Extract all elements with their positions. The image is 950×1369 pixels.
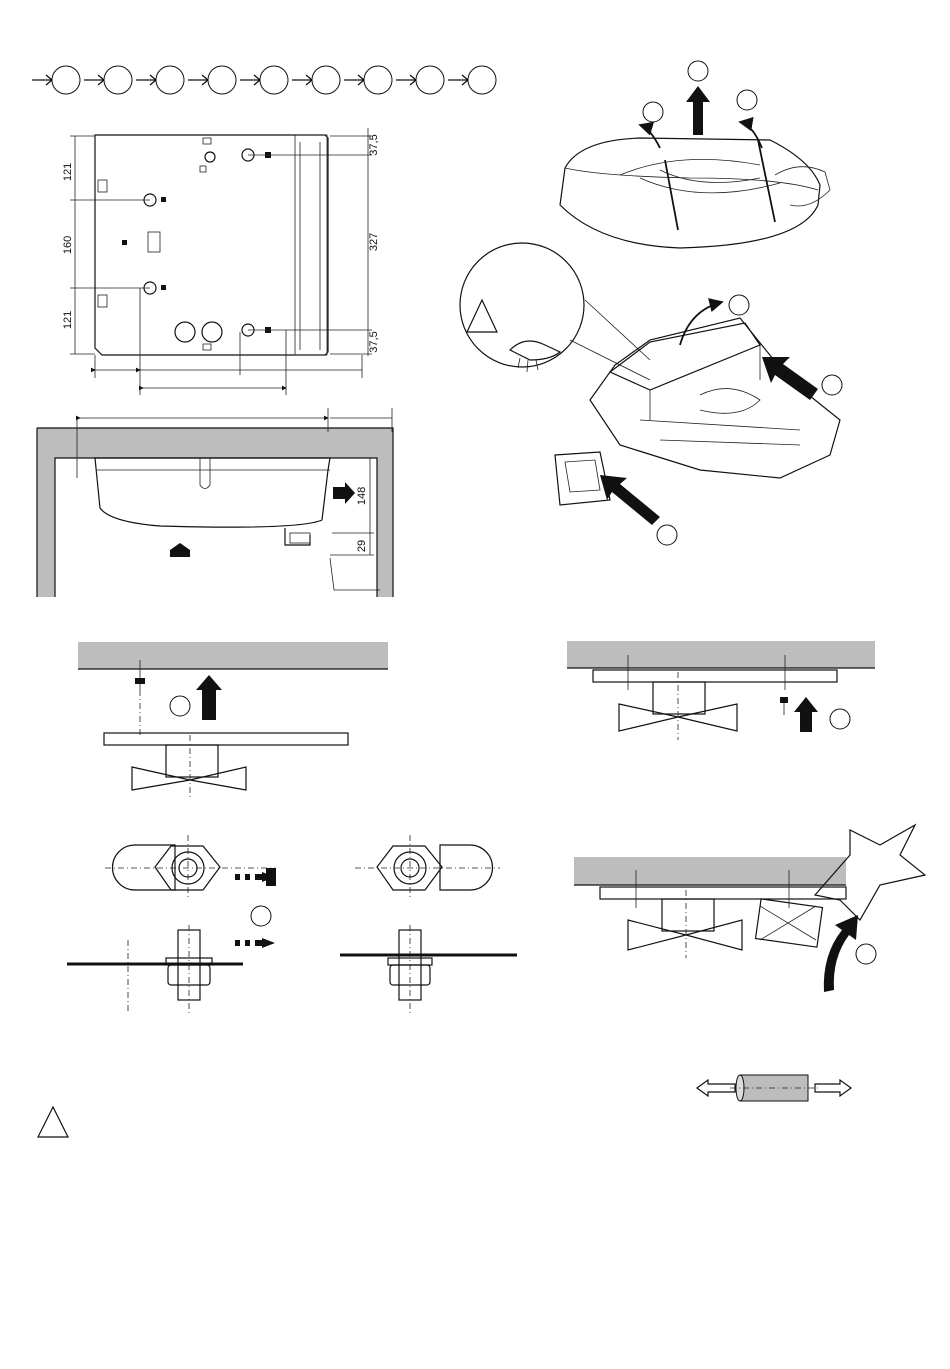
step-circle bbox=[170, 696, 190, 716]
chain-step-circle bbox=[468, 66, 496, 94]
unit-top-view: 121 160 121 37,5 327 37,5 bbox=[62, 128, 380, 395]
arrow-icon bbox=[824, 915, 858, 992]
chain-step-circle bbox=[208, 66, 236, 94]
triangle-warning-icon bbox=[467, 300, 497, 332]
dim-right-bottom: 37,5 bbox=[368, 331, 380, 352]
chain-step-circle bbox=[364, 66, 392, 94]
nut-detail-right bbox=[340, 835, 517, 1015]
dim-left-top: 121 bbox=[62, 163, 74, 181]
cover-removal-figure bbox=[560, 61, 830, 248]
step-circle bbox=[688, 61, 708, 81]
dim-side-height: 148 bbox=[356, 487, 368, 505]
step-chain bbox=[32, 66, 496, 94]
step-circle bbox=[822, 375, 842, 395]
nut-detail-left bbox=[67, 835, 276, 1015]
impact-figure bbox=[574, 825, 925, 992]
dim-left-bottom: 121 bbox=[62, 311, 74, 329]
step-circle bbox=[856, 944, 876, 964]
chain-step-circle bbox=[416, 66, 444, 94]
chain-step-circle bbox=[52, 66, 80, 94]
chain-arrow-icon bbox=[32, 75, 52, 85]
chain-arrow-icon bbox=[188, 75, 208, 85]
step-circle bbox=[657, 525, 677, 545]
step-circle bbox=[643, 102, 663, 122]
chain-step-circle bbox=[260, 66, 288, 94]
dim-side-drain: 29 bbox=[356, 540, 368, 552]
arrow-up-icon bbox=[686, 86, 710, 135]
chain-step-circle bbox=[312, 66, 340, 94]
arrow-up-icon bbox=[794, 697, 818, 732]
spacer-cylinder bbox=[697, 1075, 851, 1101]
arrow-up-icon bbox=[196, 675, 222, 720]
ceiling-mount-right bbox=[567, 641, 875, 740]
chain-arrow-icon bbox=[448, 75, 468, 85]
chain-arrow-icon bbox=[344, 75, 364, 85]
dim-right-middle: 327 bbox=[368, 233, 380, 251]
chain-arrow-icon bbox=[136, 75, 156, 85]
ceiling-mount-left bbox=[78, 642, 388, 800]
chain-step-circle bbox=[156, 66, 184, 94]
step-circle bbox=[729, 295, 749, 315]
chain-step-circle bbox=[104, 66, 132, 94]
step-circle bbox=[251, 906, 271, 926]
arrow-icon bbox=[762, 357, 818, 400]
unit-side-section: 148 29 bbox=[37, 408, 393, 597]
triangle-warning-icon bbox=[38, 1107, 68, 1137]
chain-arrow-icon bbox=[396, 75, 416, 85]
dim-right-top: 37,5 bbox=[368, 134, 380, 155]
step-circle bbox=[737, 90, 757, 110]
chain-arrow-icon bbox=[84, 75, 104, 85]
chain-arrow-icon bbox=[292, 75, 312, 85]
fan-module-figure bbox=[460, 243, 842, 545]
dim-left-middle: 160 bbox=[62, 236, 74, 254]
chain-arrow-icon bbox=[240, 75, 260, 85]
step-circle bbox=[830, 709, 850, 729]
